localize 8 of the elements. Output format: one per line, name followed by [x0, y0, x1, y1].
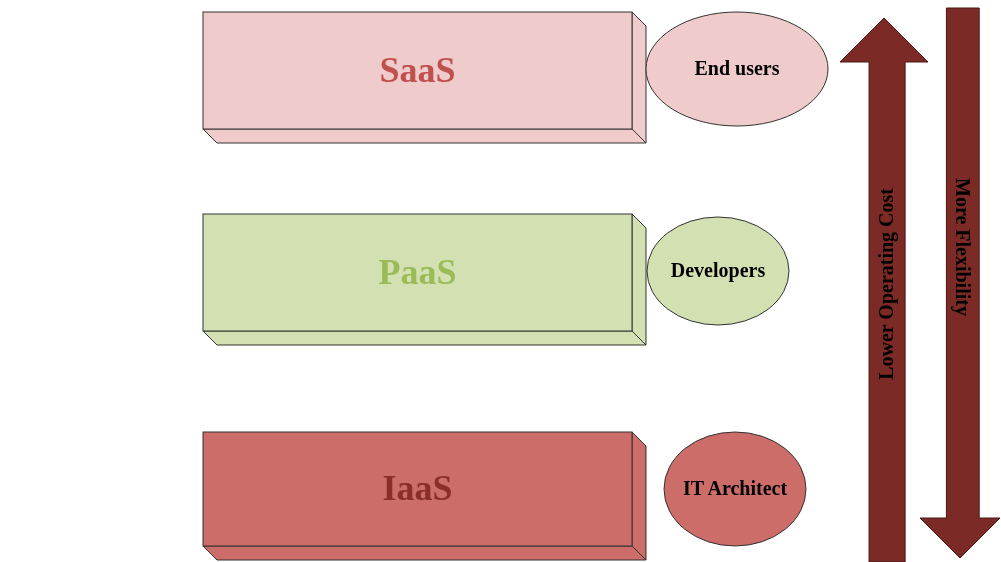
layer-title: IaaS	[381, 467, 454, 510]
arrow-label: Lower Operating Cost	[875, 188, 899, 380]
role-label: End users	[693, 57, 781, 80]
layer-title: SaaS	[378, 48, 457, 91]
role-label: Developers	[669, 259, 767, 282]
layer-title: PaaS	[377, 250, 458, 293]
role-label: IT Architect	[681, 477, 789, 500]
arrow-label: More Flexibility	[950, 178, 974, 316]
